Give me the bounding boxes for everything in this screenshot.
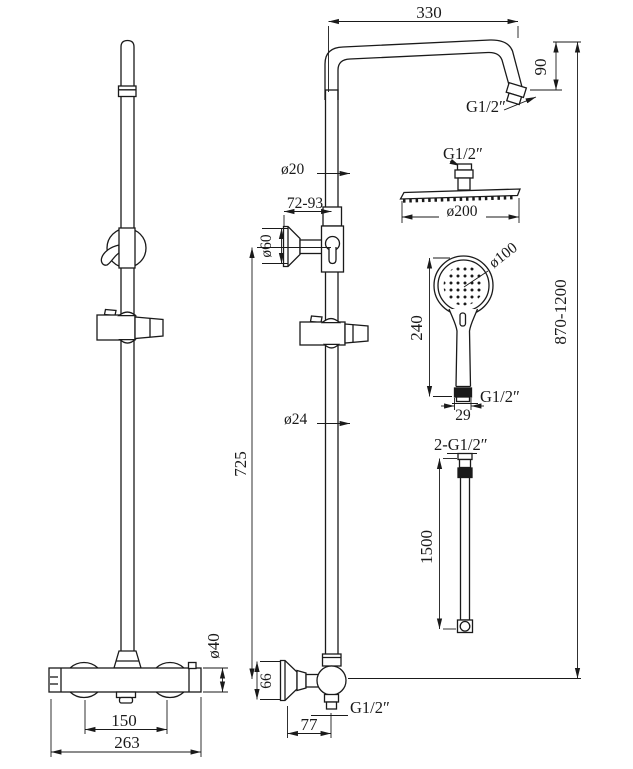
side-mixer-outlet	[115, 691, 137, 699]
hose-tube	[459, 476, 471, 621]
hand-shower-button	[459, 312, 467, 327]
hand-shower-connector	[453, 387, 473, 398]
dim-inlet-wall-offset: 77	[301, 715, 319, 734]
dim-head-diameter: ø200	[447, 203, 478, 220]
dim-arm-length: 330	[416, 3, 442, 22]
hose-detail: 2-G1/2″ 1500	[417, 435, 488, 634]
label-head-inlet-thread: G1/2″	[443, 144, 483, 163]
dim-mixer-body-diameter: ø40	[204, 633, 223, 659]
arm-outlet-fitting	[505, 81, 528, 106]
overhead-shower-detail: G1/2″ ø200	[399, 144, 521, 223]
side-bracket-clamp	[118, 227, 136, 269]
side-mixer-button	[187, 661, 197, 670]
dim-overall-height: 870-1200	[551, 279, 570, 344]
shower-arm	[324, 39, 523, 100]
head-plate	[399, 188, 521, 200]
side-slider-body	[96, 314, 136, 341]
dim-riser-height: 725	[231, 451, 250, 477]
inlet-nut	[296, 669, 307, 692]
head-thread-fitting	[456, 163, 473, 171]
side-slider-cone	[134, 316, 164, 340]
dim-hose-length: 1500	[417, 530, 436, 564]
side-mixer-cone	[113, 650, 142, 669]
side-view-dimensions: ø40 150 263	[50, 633, 228, 757]
side-bracket-lever	[100, 244, 120, 266]
dim-hand-shower-length: 240	[407, 315, 426, 341]
hand-shower-face	[443, 265, 484, 306]
label-hand-shower-thread: G1/2″	[480, 387, 520, 406]
front-view-dimensions: 330 90 G1/2″ 870-1200 ø20 72-93 ø60 725 …	[231, 3, 581, 738]
front-slider-cone	[344, 323, 369, 344]
dim-riser-upper-diameter: ø20	[281, 161, 305, 178]
hose-top-nut	[457, 467, 473, 479]
inlet-wall-flange	[279, 659, 298, 702]
valve-body	[316, 665, 347, 696]
dim-hand-connector-width: 29	[455, 407, 471, 424]
side-mixer-bar	[48, 667, 202, 693]
label-hose-threads: 2-G1/2″	[434, 435, 488, 454]
dim-arm-drop: 90	[531, 59, 550, 76]
dim-handle-spacing: 150	[111, 711, 137, 730]
dim-hand-shower-diameter: ø100	[486, 239, 521, 272]
dim-inlet-flange-height: 66	[258, 673, 275, 689]
label-arm-outlet-thread: G1/2″	[466, 97, 506, 116]
valve-outlet	[323, 693, 340, 703]
bracket-stem	[299, 239, 323, 255]
bracket-wall-flange	[282, 225, 301, 268]
front-slider-body	[299, 321, 346, 346]
dim-bracket-wall-offset: 72-93	[287, 195, 323, 212]
side-view	[48, 39, 202, 704]
hand-shower-handle	[449, 309, 478, 387]
dim-riser-lower-diameter: ø24	[284, 411, 308, 428]
dim-mixer-width: 263	[114, 733, 140, 752]
hose-top-fitting	[457, 452, 473, 461]
hand-shower-detail: ø100 240 G1/2″ 29	[407, 239, 521, 424]
side-pipe-joint	[117, 85, 137, 98]
front-view	[279, 39, 528, 710]
diverter-upper-body	[322, 206, 343, 227]
valve-collar	[321, 653, 342, 667]
side-riser-pipe	[120, 39, 135, 660]
label-inlet-outlet-thread: G1/2″	[350, 698, 390, 717]
dim-bracket-flange-diameter: ø60	[258, 234, 275, 258]
front-riser-pipe	[324, 89, 339, 659]
